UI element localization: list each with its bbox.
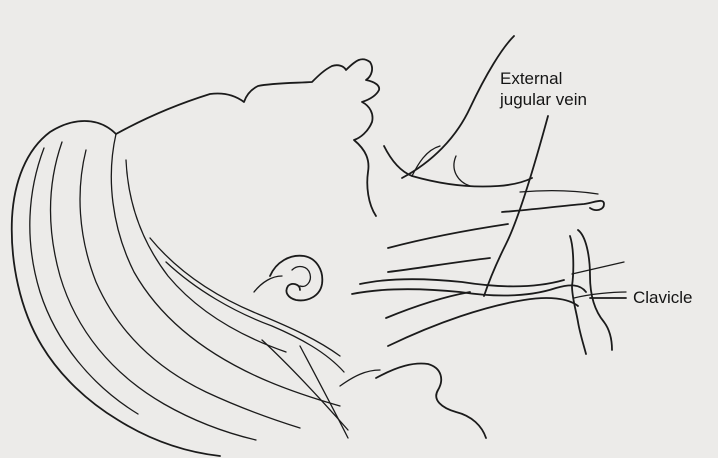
ear [270, 256, 322, 301]
chin-jaw-line [384, 146, 532, 187]
hair-strand-9 [300, 346, 348, 438]
hair-strand-5 [126, 160, 286, 352]
lower-neck-line [386, 292, 470, 318]
shoulder-curve [402, 36, 514, 178]
muscle-band-lower [360, 279, 564, 286]
hair-strand-4 [111, 134, 340, 406]
collar-hook [502, 201, 604, 212]
external-jugular-vein-label-line-1: External [500, 68, 587, 89]
hair-outline [12, 121, 220, 456]
hair-strand-2 [50, 142, 256, 440]
collar-line [520, 191, 598, 194]
neck-line-middle [388, 258, 490, 272]
ear-lobe-top [454, 156, 470, 186]
muscle-band-upper [352, 285, 586, 295]
neck-line-upper [388, 224, 508, 248]
throat-fold [412, 146, 440, 176]
jugular-vein-pointer [484, 116, 548, 296]
external-jugular-vein-label: External jugular vein [500, 68, 587, 110]
face-profile [116, 59, 379, 216]
shoulder-top-line [572, 262, 624, 274]
lower-hair-contour [376, 364, 486, 438]
hair-strand-8 [262, 340, 348, 430]
ear-lobe-line [254, 276, 282, 292]
hair-strand-3 [80, 150, 300, 428]
external-jugular-vein-label-line-2: jugular vein [500, 89, 587, 110]
clavicle-label: Clavicle [633, 287, 693, 308]
sternocleidomastoid-line [388, 298, 578, 346]
neck-back-fold [340, 370, 380, 386]
clavicle-bone [570, 236, 586, 354]
